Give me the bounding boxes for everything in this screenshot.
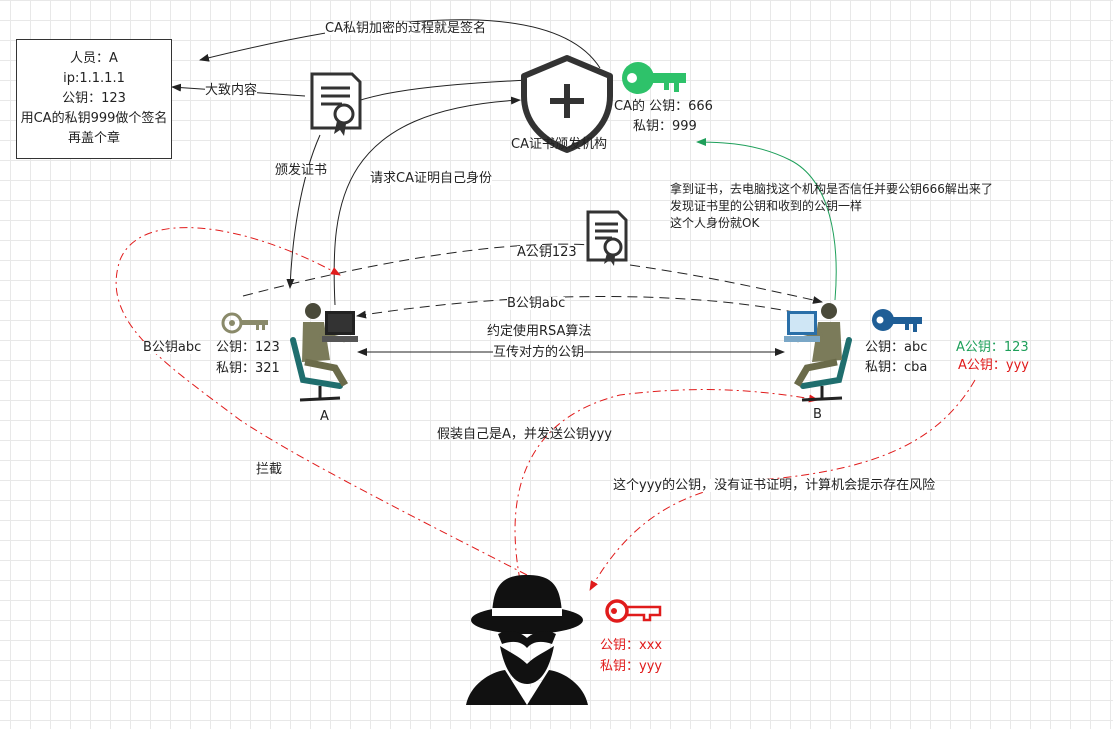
sign-process-arrow bbox=[199, 19, 601, 69]
shield-icon bbox=[521, 55, 613, 153]
rsa-agree-label: 约定使用RSA算法 bbox=[487, 324, 592, 339]
intercept-label: 拦截 bbox=[256, 462, 283, 477]
a-priv-key-label: 私钥：321 bbox=[216, 361, 280, 376]
person-b-name: B bbox=[813, 407, 822, 422]
a-key-icon bbox=[221, 312, 268, 334]
b-stored-a-pub: A公钥：123 bbox=[956, 340, 1029, 355]
b-stored-fake-pub: A公钥：yyy bbox=[958, 358, 1029, 373]
verify-line-1: 拿到证书，去电脑找这个机构是否信任并要公钥666解出来了 bbox=[670, 182, 993, 196]
b-priv-key-label: 私钥：cba bbox=[865, 360, 928, 375]
hacker-key-icon bbox=[605, 599, 662, 623]
b-pub-intercept-label: B公钥abc bbox=[143, 340, 202, 355]
card-ip-line: ip:1.1.1.1 bbox=[63, 71, 125, 86]
request-ca-label: 请求CA证明自己身份 bbox=[370, 171, 492, 186]
a-pub-send-arrow bbox=[242, 243, 822, 302]
person-a-figure bbox=[290, 303, 358, 402]
hacker-priv-key-label: 私钥：yyy bbox=[600, 659, 663, 674]
sign-process-label: CA私钥加密的过程就是签名 bbox=[325, 21, 486, 36]
b-key-icon bbox=[872, 309, 922, 332]
issue-cert-label: 颁发证书 bbox=[275, 163, 328, 178]
certificate-icon bbox=[310, 72, 362, 136]
card-person-line: 人员：A bbox=[70, 51, 118, 66]
warning-label: 这个yyy的公钥，没有证书证明，计算机会提示存在风险 bbox=[613, 478, 936, 493]
pretend-label: 假装自己是A，并发送公钥yyy bbox=[437, 427, 612, 442]
verify-line-3: 这个人身份就OK bbox=[670, 216, 760, 230]
request-ca-arrow bbox=[333, 96, 521, 306]
b-pub-send-arrow bbox=[356, 296, 813, 319]
ca-key-icon bbox=[622, 62, 686, 94]
summary-label: 大致内容 bbox=[205, 83, 258, 98]
a-pub-key-label: 公钥：123 bbox=[216, 340, 280, 355]
person-info-card: 人员：A ip:1.1.1.1 公钥：123 用CA的私钥999做个签名 再盖个… bbox=[16, 39, 172, 159]
b-pub-key-label: 公钥：abc bbox=[865, 340, 928, 355]
a-pub-send-label: A公钥123 bbox=[517, 245, 577, 260]
person-b-figure bbox=[784, 303, 852, 402]
card-pubkey-line: 公钥：123 bbox=[62, 91, 126, 106]
hacker-figure bbox=[466, 575, 588, 705]
verify-arrow bbox=[696, 138, 837, 301]
hacker-pub-key-label: 公钥：xxx bbox=[600, 638, 663, 653]
intercept-arrow bbox=[115, 227, 528, 576]
card-signature-line: 用CA的私钥999做个签名 bbox=[20, 111, 168, 126]
rsa-exchange-label: 互传对方的公钥 bbox=[493, 345, 585, 360]
pretend-arrow bbox=[514, 389, 819, 581]
verify-line-2: 发现证书里的公钥和收到的公钥一样 bbox=[670, 199, 863, 213]
ca-priv-label: 私钥：999 bbox=[633, 119, 697, 134]
person-a-name: A bbox=[320, 409, 329, 424]
card-stamp-line: 再盖个章 bbox=[67, 131, 120, 146]
ca-org-label: CA证书颁发机构 bbox=[511, 137, 607, 152]
ca-pub-label: CA的 公钥：666 bbox=[614, 99, 713, 114]
b-pub-send-label: B公钥abc bbox=[507, 296, 566, 311]
certificate-icon-mid bbox=[586, 210, 628, 266]
